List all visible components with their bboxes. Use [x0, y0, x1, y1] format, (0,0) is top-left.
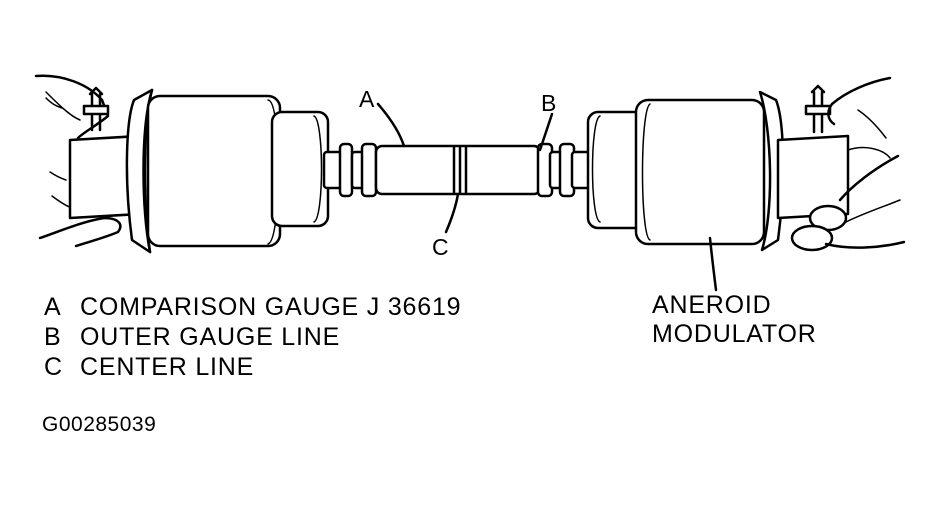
- right-modulator-body: [586, 90, 850, 252]
- legend-key: C: [44, 353, 63, 381]
- legend-key: A: [44, 293, 62, 321]
- legend-text: COMPARISON GAUGE J 36619: [80, 293, 462, 321]
- leader-c: [444, 192, 460, 234]
- legend-text: CENTER LINE: [80, 353, 255, 381]
- legend-item-b: B OUTER GAUGE LINE: [44, 325, 340, 350]
- left-stud: [82, 86, 110, 132]
- left-hand-icon: [34, 74, 131, 248]
- right-hand-icon: [790, 76, 906, 252]
- right-stud: [804, 84, 832, 134]
- component-label-line2: MODULATOR: [652, 320, 817, 348]
- right-fitting: [536, 142, 594, 198]
- leader-lines: [376, 102, 718, 292]
- legend-text: OUTER GAUGE LINE: [80, 323, 341, 351]
- leader-b: [538, 112, 554, 152]
- left-modulator-body: [68, 88, 330, 254]
- callout-b: B: [541, 90, 557, 116]
- leader-a: [376, 102, 406, 148]
- callout-a: A: [359, 86, 375, 112]
- legend-key: B: [44, 323, 62, 351]
- legend-item-a: A COMPARISON GAUGE J 36619: [44, 295, 461, 320]
- comparison-gauge: [374, 144, 542, 196]
- callout-c: C: [432, 234, 450, 260]
- leader-modulator: [708, 236, 718, 292]
- legend-item-c: C CENTER LINE: [44, 355, 254, 380]
- component-label-line1: ANEROID: [652, 291, 772, 319]
- figure-id: G00285039: [42, 413, 157, 436]
- left-fitting: [322, 142, 378, 198]
